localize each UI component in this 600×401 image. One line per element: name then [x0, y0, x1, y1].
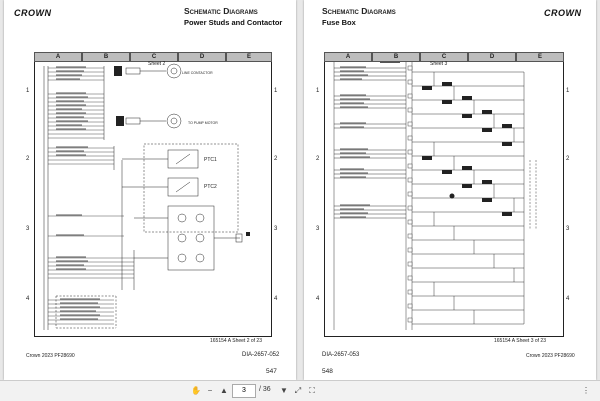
page-subtitle: Power Studs and Contactor	[184, 18, 283, 27]
doc-footer-left: Crown 2023 PF28690	[26, 353, 75, 359]
row-4-right: 4	[274, 296, 278, 302]
row-2-right: 2	[274, 156, 278, 162]
row-2: 2	[316, 156, 320, 162]
column-e: E	[516, 52, 564, 62]
row-1-right: 1	[274, 88, 278, 94]
doc-footer-right: Crown 2023 PF28690	[526, 353, 575, 359]
page-number-input[interactable]: 3	[232, 384, 256, 398]
sheet-label: Sheet 2	[148, 61, 166, 67]
page-down-icon[interactable]: ▼	[280, 386, 288, 395]
row-3-right: 3	[566, 226, 570, 232]
fuse-box-schematic	[333, 62, 537, 330]
ptc2-label: PTC2	[204, 184, 217, 190]
doc-number: DIA-2657-052	[242, 352, 280, 358]
page-title: Schematic Diagrams	[322, 6, 396, 16]
page-total: / 36	[259, 386, 271, 393]
column-a: A	[34, 52, 82, 62]
pump-label: TO PUMP MOTOR	[188, 121, 218, 125]
menu-icon[interactable]: ⋮	[582, 386, 590, 395]
column-e: E	[226, 52, 272, 62]
sheet-label: Sheet 3	[430, 61, 448, 67]
page-number: 548	[322, 368, 333, 375]
column-b: B	[372, 52, 420, 62]
row-4: 4	[316, 296, 320, 302]
row-1: 1	[316, 88, 320, 94]
ptc1-label: PTC1	[204, 157, 217, 163]
row-3: 3	[26, 226, 30, 232]
column-c: C	[130, 52, 178, 62]
page-number: 547	[266, 368, 277, 375]
row-3: 3	[316, 226, 320, 232]
column-d: D	[468, 52, 516, 62]
column-a: A	[324, 52, 372, 62]
sheet-reference: 165154 A Sheet 3 of 23	[494, 338, 546, 344]
motor-label: LINE CONTACTOR	[182, 71, 213, 75]
page-548: Schematic Diagrams Fuse Box CROWN A B C …	[304, 0, 596, 380]
power-studs-schematic	[43, 63, 250, 330]
row-2: 2	[26, 156, 30, 162]
column-b: B	[82, 52, 130, 62]
sheet-reference: 165154 A Sheet 2 of 23	[210, 338, 262, 344]
zoom-out-icon[interactable]: −	[207, 386, 213, 395]
row-2-right: 2	[566, 156, 570, 162]
row-4: 4	[26, 296, 30, 302]
page-title: Schematic Diagrams	[184, 6, 258, 16]
crown-logo: CROWN	[544, 8, 582, 18]
row-3-right: 3	[274, 226, 278, 232]
column-c: C	[420, 52, 468, 62]
row-4-right: 4	[566, 296, 570, 302]
fit-icon[interactable]: ⤢	[294, 386, 302, 395]
crown-logo: CROWN	[14, 8, 52, 18]
page-subtitle: Fuse Box	[322, 18, 356, 27]
doc-number: DIA-2657-053	[322, 352, 360, 358]
fullscreen-icon[interactable]: ⛶	[309, 386, 315, 395]
column-d: D	[178, 52, 226, 62]
row-1-right: 1	[566, 88, 570, 94]
hand-icon[interactable]: ✋	[191, 386, 201, 395]
row-1: 1	[26, 88, 30, 94]
viewer-toolbar: ✋ − ▲ 3 / 36 ▼ ⤢ ⛶ ⋮	[0, 380, 600, 401]
page-up-icon[interactable]: ▲	[220, 386, 228, 395]
page-547: CROWN Schematic Diagrams Power Studs and…	[4, 0, 296, 380]
